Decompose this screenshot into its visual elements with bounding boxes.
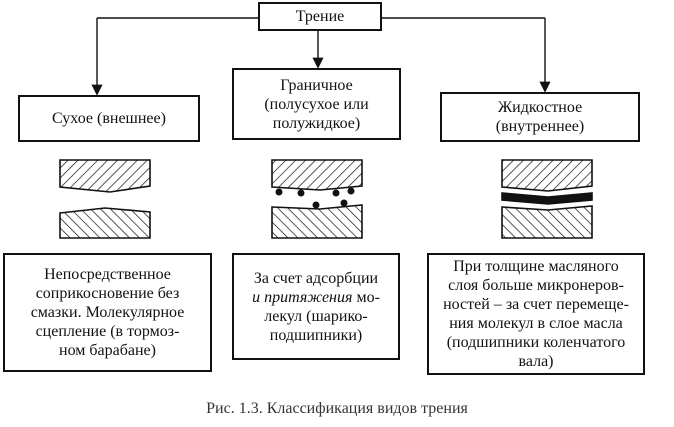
description-line: ном барабане) (59, 342, 156, 359)
description-line: Непосредственное (44, 266, 171, 283)
dry-friction-description: Непосредственное соприкосновение без сма… (3, 253, 212, 372)
description-line: При толщине масляного (453, 258, 619, 275)
fluid-title-line: Жидкостное (497, 99, 583, 116)
fluid-friction-box: Жидкостное (внутреннее) (440, 92, 640, 142)
friction-root-box: Трение (258, 2, 382, 31)
dry-friction-title: Сухое (внешнее) (52, 110, 166, 127)
description-line: (подшипники коленчатого (446, 334, 626, 351)
connector-arrows (91, 17, 551, 96)
boundary-title-line: (полусухое или (264, 95, 369, 113)
fluid-title-line: (внутреннее) (495, 118, 585, 135)
oil-layer (501, 192, 593, 205)
fluid-friction-description: При толщине масляного слоя больше микрон… (427, 253, 645, 375)
description-line: вала) (518, 353, 554, 370)
dry-friction-illustration (59, 159, 151, 239)
description-line: смазки. Молекулярное (30, 304, 185, 321)
description-line: соприкосновение без (35, 285, 180, 302)
boundary-title-line: Граничное (280, 76, 353, 94)
root-label: Трение (295, 8, 345, 25)
fluid-friction-illustration (501, 159, 593, 239)
boundary-friction-box: Граничное (полусухое или полужидкое) (232, 68, 401, 140)
boundary-friction-illustration (271, 159, 363, 239)
description-line: ностей – за счет перемеще- (443, 296, 629, 313)
description-line: мо- (356, 288, 380, 306)
lubricant-molecules (275, 187, 355, 209)
boundary-title-line: полужидкое) (272, 114, 361, 132)
description-line: подшипники) (269, 326, 363, 344)
boundary-friction-description: За счет адсорбции и притяжения мо- лекул… (232, 253, 400, 360)
description-line: лекул (шарико- (264, 307, 368, 325)
description-line: ния молекул в слое масла (449, 315, 623, 332)
description-line: За счет адсорбции (253, 269, 379, 287)
description-italic: и притяжения (252, 288, 353, 306)
description-line: слоя больше микронеров- (448, 277, 624, 294)
description-line: сцепление (в тормоз- (35, 323, 180, 340)
dry-friction-box: Сухое (внешнее) (18, 95, 200, 142)
figure-caption: Рис. 1.3. Классификация видов трения (206, 400, 468, 417)
